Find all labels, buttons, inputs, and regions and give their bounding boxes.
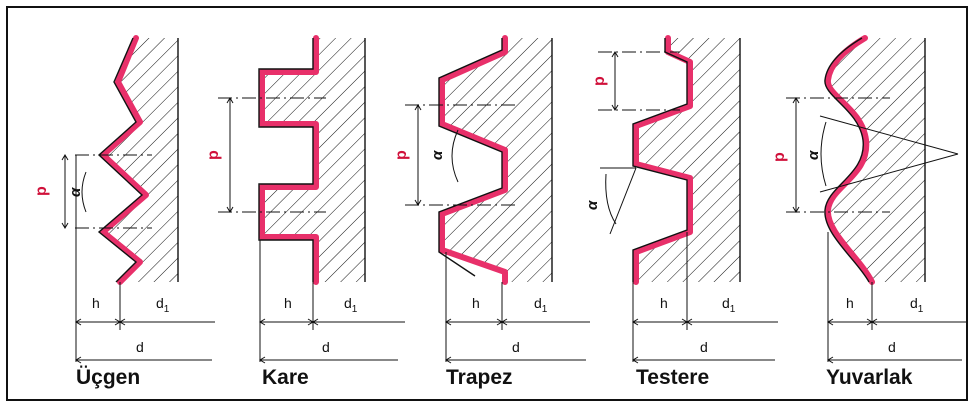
arrow-heads — [75, 318, 126, 326]
profile-ucgen: p α h d1 d — [33, 35, 215, 364]
h-label: h — [846, 295, 854, 311]
profile-kare: p h d1 d — [205, 35, 405, 364]
thread-profile-line — [825, 35, 875, 285]
arrow-heads — [445, 356, 452, 364]
thread-profile-line — [439, 35, 508, 285]
pitch-label: p — [771, 152, 788, 162]
arrow-heads — [611, 51, 619, 111]
d-label: d — [888, 339, 896, 355]
h-label: h — [92, 295, 100, 311]
arrow-heads — [632, 318, 693, 326]
angle-arc — [820, 121, 827, 187]
pitch-label: p — [33, 186, 50, 196]
profile-testere: p α h d1 d — [584, 35, 778, 364]
arrow-heads — [75, 356, 82, 364]
arrow-heads — [226, 97, 234, 213]
caption-trapez: Trapez — [446, 366, 513, 389]
d1-label: d1 — [156, 295, 170, 315]
caption-testere: Testere — [636, 366, 710, 389]
caption-ucgen: Üçgen — [76, 366, 141, 389]
arrow-heads — [827, 318, 878, 326]
h-label: h — [660, 295, 668, 311]
hatch-fill — [827, 38, 925, 282]
arrow-heads — [632, 356, 639, 364]
arrow-heads — [792, 97, 800, 213]
arrow-heads — [61, 154, 69, 229]
d1-label: d1 — [910, 295, 924, 315]
angle-arc — [81, 171, 87, 213]
caption-kare: Kare — [262, 366, 309, 389]
angle-arc — [605, 173, 617, 225]
arrow-heads — [414, 104, 422, 206]
angle-ref-line — [609, 167, 637, 235]
angle-ref-line — [819, 115, 959, 155]
arrow-heads — [259, 318, 319, 326]
h-label: h — [284, 295, 292, 311]
profile-edge — [438, 38, 503, 277]
pitch-label: p — [591, 76, 608, 86]
d-label: d — [322, 339, 330, 355]
angle-label: α — [805, 150, 822, 160]
profile-yuvarlak: p α h d1 d — [771, 35, 966, 364]
profile-edge — [97, 37, 144, 283]
angle-label: α — [584, 200, 601, 210]
arrow-heads — [259, 356, 266, 364]
thread-profile-line — [633, 35, 693, 285]
arrow-heads — [827, 356, 834, 364]
thread-profile-line — [259, 35, 319, 285]
d-label: d — [700, 339, 708, 355]
d1-label: d1 — [534, 295, 548, 315]
angle-arc — [451, 129, 459, 183]
profile-trapez: p α h d1 d — [393, 35, 590, 364]
d1-label: d1 — [722, 295, 736, 315]
profile-edge — [632, 38, 688, 282]
profile-edge — [824, 37, 870, 283]
caption-yuvarlak: Yuvarlak — [826, 366, 913, 389]
angle-ref-line — [819, 153, 959, 193]
angle-label: α — [429, 150, 446, 160]
profile-edge — [258, 38, 314, 282]
d1-label: d1 — [344, 295, 358, 315]
h-label: h — [472, 295, 480, 311]
pitch-label: p — [205, 150, 222, 160]
arrow-heads — [445, 318, 508, 326]
thread-profile-line — [100, 35, 149, 285]
pitch-label: p — [393, 150, 410, 160]
d-label: d — [136, 339, 144, 355]
d-label: d — [512, 339, 520, 355]
